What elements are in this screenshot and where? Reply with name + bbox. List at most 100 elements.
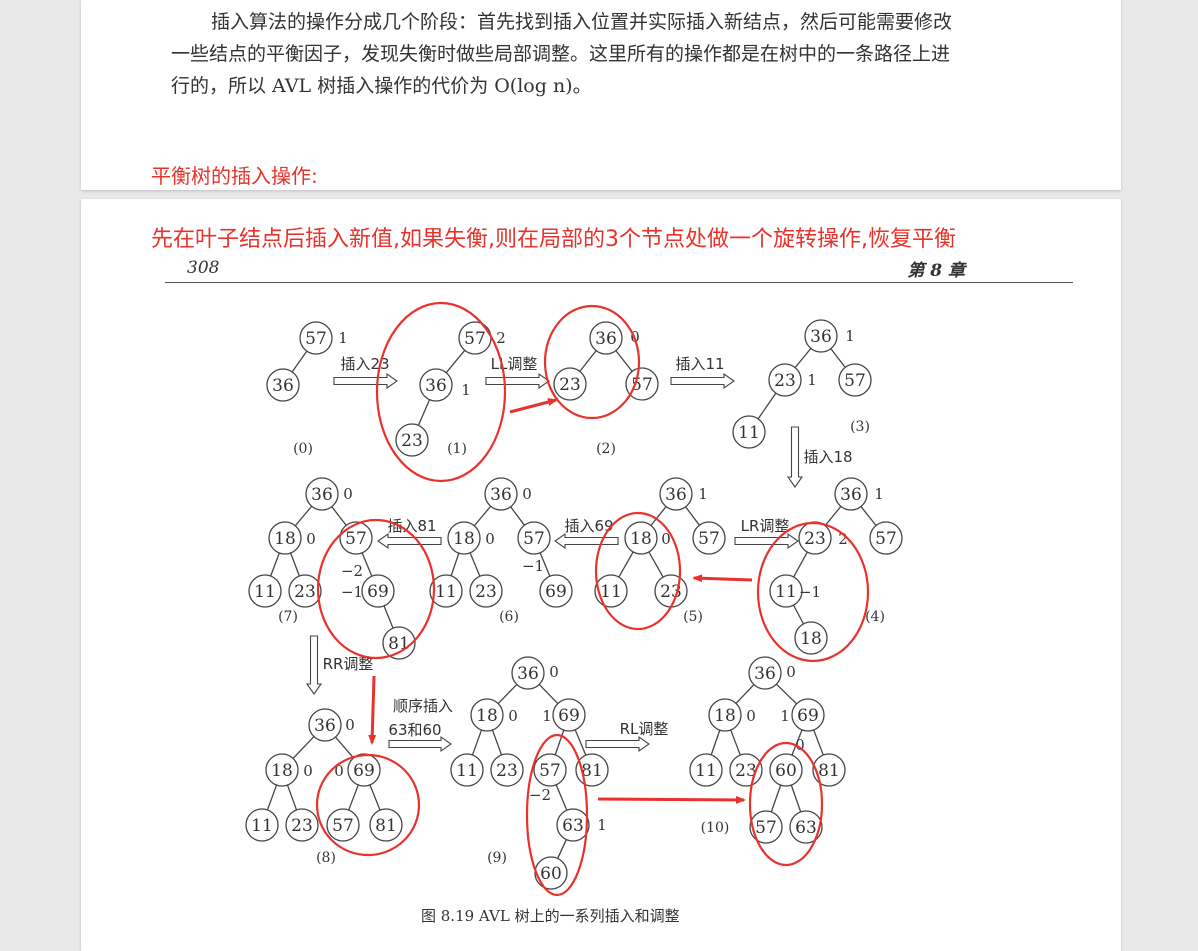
node-circle [369,808,403,842]
transition-label: 63和60 [388,721,441,739]
node-circle [689,753,723,787]
tree-node: 18 [447,521,481,555]
state-label: (1) [447,441,467,457]
transition-label: RR调整 [323,655,374,673]
node-value: 57 [698,529,720,549]
paragraph-line-3: 行的，所以 AVL 树插入操作的代价为 O(log n)。 [171,75,592,97]
node-value: 11 [251,816,273,836]
node-value: 63 [795,818,817,838]
tree-node: 11 [245,808,279,842]
node-circle [769,753,803,787]
red-highlight-ellipse [756,521,870,663]
tree-edge [648,551,664,578]
node-circle [305,477,339,511]
transition-arrow-down [786,426,804,488]
tree-edge [331,506,347,526]
tree-node: 36 [834,477,868,511]
transition-arrow [485,372,550,390]
node-circle [268,521,302,555]
red-highlight-ellipse [748,741,824,867]
tree-node: 81 [812,753,846,787]
transition-label: 插入81 [387,517,436,535]
tree-edge [286,784,298,811]
state-label: (10) [701,820,730,836]
tree-node: 23 [553,367,587,401]
node-value: 36 [517,664,539,684]
node-value: 36 [272,376,294,396]
node-circle [288,574,322,608]
balance-factor: 0 [746,707,756,725]
node-circle [245,808,279,842]
node-circle [361,574,395,608]
tree-node: 11 [594,574,628,608]
balance-factor: 1 [698,485,708,503]
tree-node: 23 [768,363,802,397]
node-circle [490,753,524,787]
tree-edge [270,552,280,577]
tree-node: 36 [266,368,300,402]
node-value: 57 [305,329,327,349]
node-circle [299,321,333,355]
node-value: 69 [797,706,819,726]
transition-arrow [377,532,442,550]
node-circle [804,319,838,353]
node-circle [812,753,846,787]
tree-node: 57 [533,753,567,787]
tree-node: 69 [347,753,381,787]
node-circle [517,521,551,555]
tree-node: 57 [299,321,333,355]
node-value: 18 [800,629,822,649]
tree-node: 23 [285,808,319,842]
tree-edge [292,736,315,759]
tree-edge [792,604,805,625]
node-value: 11 [695,761,717,781]
node-value: 11 [600,582,622,602]
balance-factor: 1 [461,381,471,399]
node-circle [834,477,868,511]
node-value: 18 [274,529,296,549]
node-circle [556,808,590,842]
tree-node: 36 [748,656,782,690]
node-value: 57 [844,371,866,391]
node-value: 60 [540,864,562,884]
tree-node: 11 [769,574,803,608]
node-value: 23 [496,761,518,781]
tree-edge [685,506,700,526]
tree-edge [294,505,313,527]
red-annotation-arrow [597,795,746,804]
balance-factor: −1 [341,583,363,601]
tree-edges [266,347,877,859]
node-circle [347,753,381,787]
node-circle [395,423,429,457]
node-value: 36 [595,329,617,349]
node-value: 57 [464,329,486,349]
tree-node: 18 [794,621,828,655]
tree-node: 57 [692,521,726,555]
tree-node: 23 [654,574,688,608]
balance-factor: 0 [786,663,796,681]
tree-node: 23 [395,423,429,457]
node-value: 18 [476,706,498,726]
node-circle [692,521,726,555]
tree-edge [473,505,492,527]
tree-node: 36 [659,477,693,511]
state-label: (4) [865,609,885,625]
tree-edge [417,399,431,426]
tree-edge [450,552,460,577]
paragraph-line-2: 一些结点的平衡因子，发现失衡时做些局部调整。这里所有的操作都是在树中的一条路径上… [171,43,951,65]
tree-node: 57 [838,363,872,397]
balance-factor: 1 [780,707,790,725]
tree-node: 81 [382,626,416,660]
transition-label: LR调整 [741,517,790,535]
tree-node: 60 [769,753,803,787]
balance-factor: 1 [845,327,855,345]
node-value: 23 [804,529,826,549]
tree-node: 11 [248,574,282,608]
node-value: 69 [558,706,580,726]
node-circle [533,753,567,787]
transition-arrow [554,532,619,550]
node-value: 23 [559,375,581,395]
node-circle [450,753,484,787]
node-value: 60 [775,761,797,781]
tree-node: 36 [589,321,623,355]
